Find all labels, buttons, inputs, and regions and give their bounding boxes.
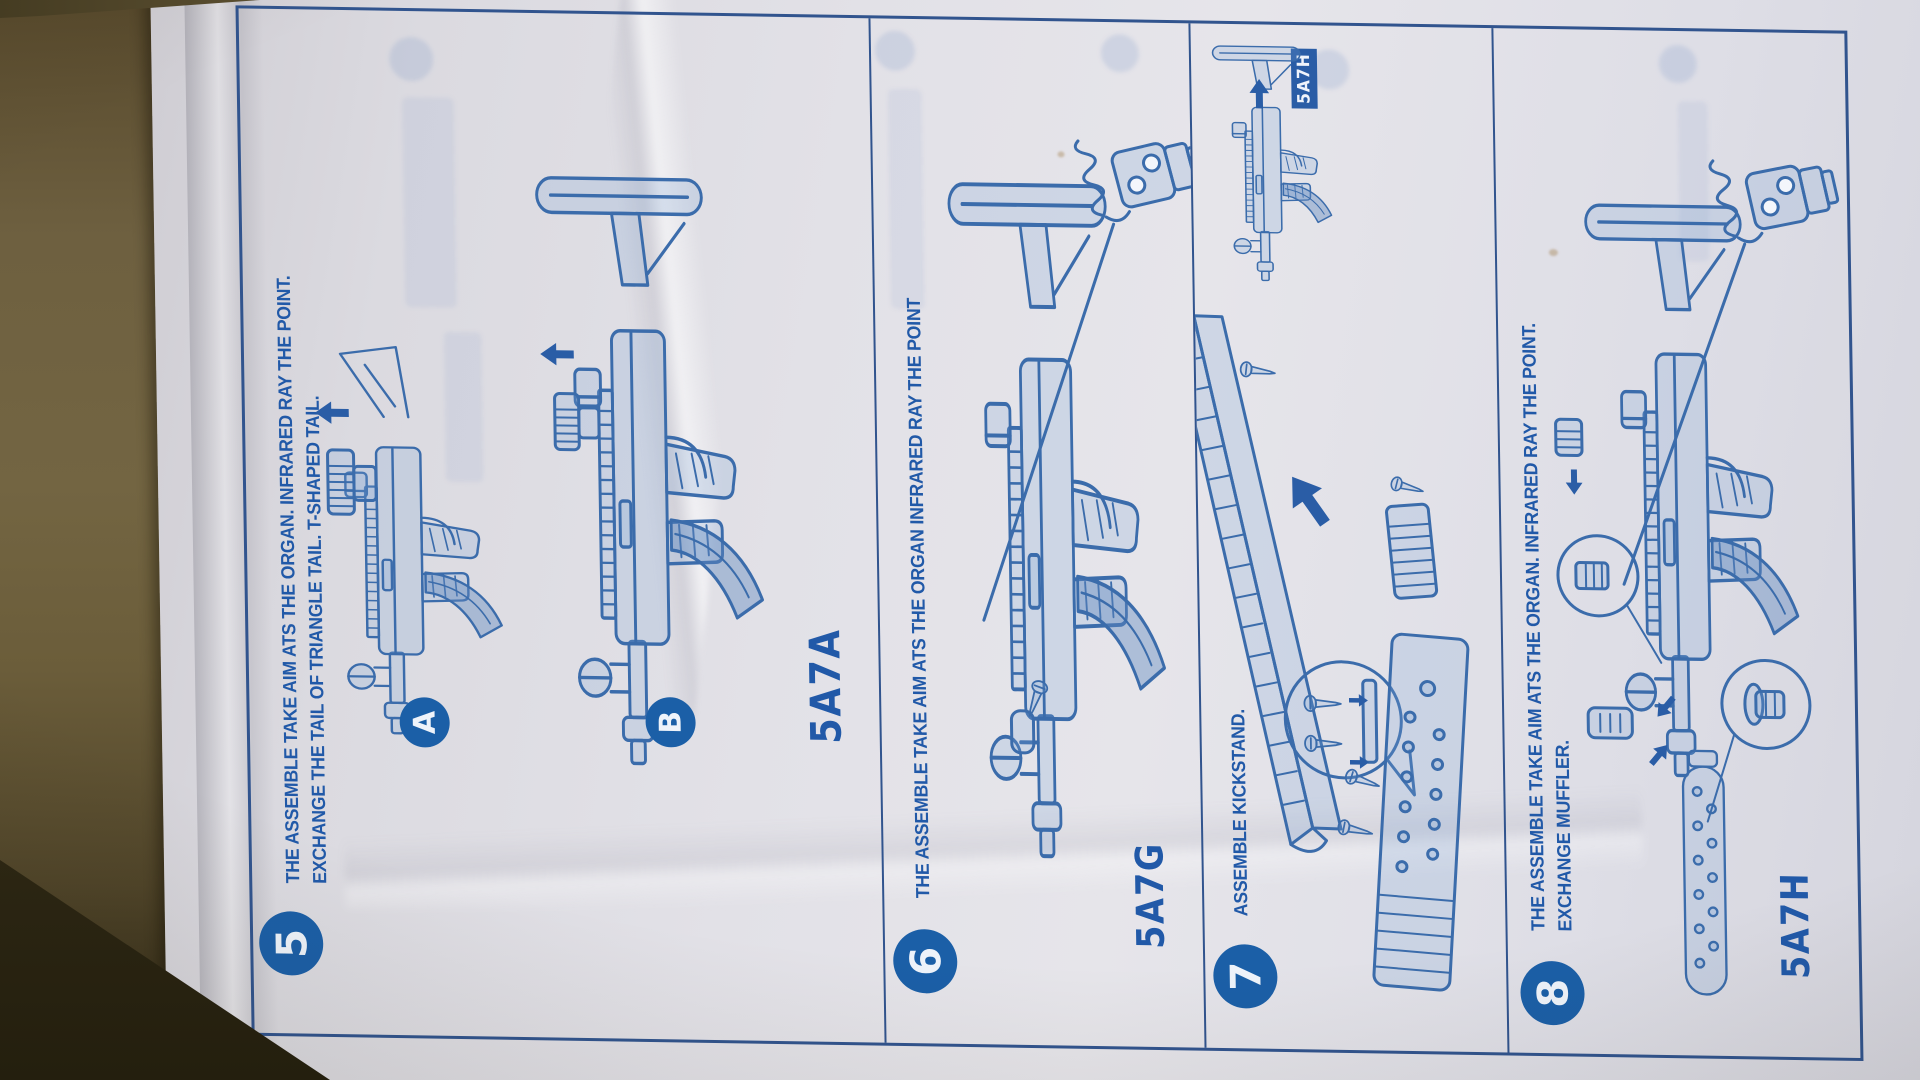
instruction-sheet: 5 THE ASSEMBLE TAKE AIM ATS THE ORGAN. I… [150, 0, 1920, 1080]
rail-plate-icon [1336, 632, 1470, 992]
arrow-icon [315, 401, 350, 425]
detached-sight-icon [553, 391, 601, 452]
magnifier-inset-icon [1707, 658, 1812, 823]
step7-diagram-icon [1190, 23, 1470, 992]
step6-diagram-icon [870, 113, 1207, 1047]
arrow-icon [540, 342, 575, 366]
silencer-icon [1681, 749, 1729, 996]
pointer-leader-line [982, 222, 1115, 622]
step-panel-8: 8 THE ASSEMBLE TAKE AIM ATS THE ORGAN. I… [1494, 28, 1861, 1058]
step-panel-5: 5 THE ASSEMBLE TAKE AIM ATS THE ORGAN. I… [238, 8, 887, 1043]
sight-part-icon [1554, 417, 1584, 457]
variant-letter: A [407, 710, 443, 735]
variant-b-badge: B [645, 696, 696, 748]
step-panel-6: 6 THE ASSEMBLE TAKE AIM ATS THE ORGAN IN… [870, 18, 1207, 1048]
arrow-icon [1565, 469, 1583, 495]
step8-diagram-icon [1554, 137, 1845, 996]
step5-diagram-icon [315, 8, 887, 1042]
magnifier-inset-icon [1284, 660, 1417, 797]
pointer-leader-line [1622, 242, 1747, 586]
print-frame: 5 THE ASSEMBLE TAKE AIM ATS THE ORGAN. I… [235, 5, 1864, 1062]
rail-segment-icon [1385, 474, 1439, 600]
magnifier-inset-icon [1556, 534, 1663, 664]
kickstand-rail-icon [1190, 314, 1343, 853]
laser-pointer-icon [1072, 113, 1207, 228]
variant-letter: B [652, 710, 689, 734]
bold-arrow-icon [1292, 476, 1331, 527]
detached-sight-icon [326, 448, 378, 516]
step-panel-7: 7 ASSEMBLE KICKSTAND. [1190, 23, 1510, 1053]
barrel-part-icon [1009, 677, 1050, 755]
muzzle-cap-icon [1586, 706, 1635, 740]
variant-a-badge: A [399, 697, 451, 748]
